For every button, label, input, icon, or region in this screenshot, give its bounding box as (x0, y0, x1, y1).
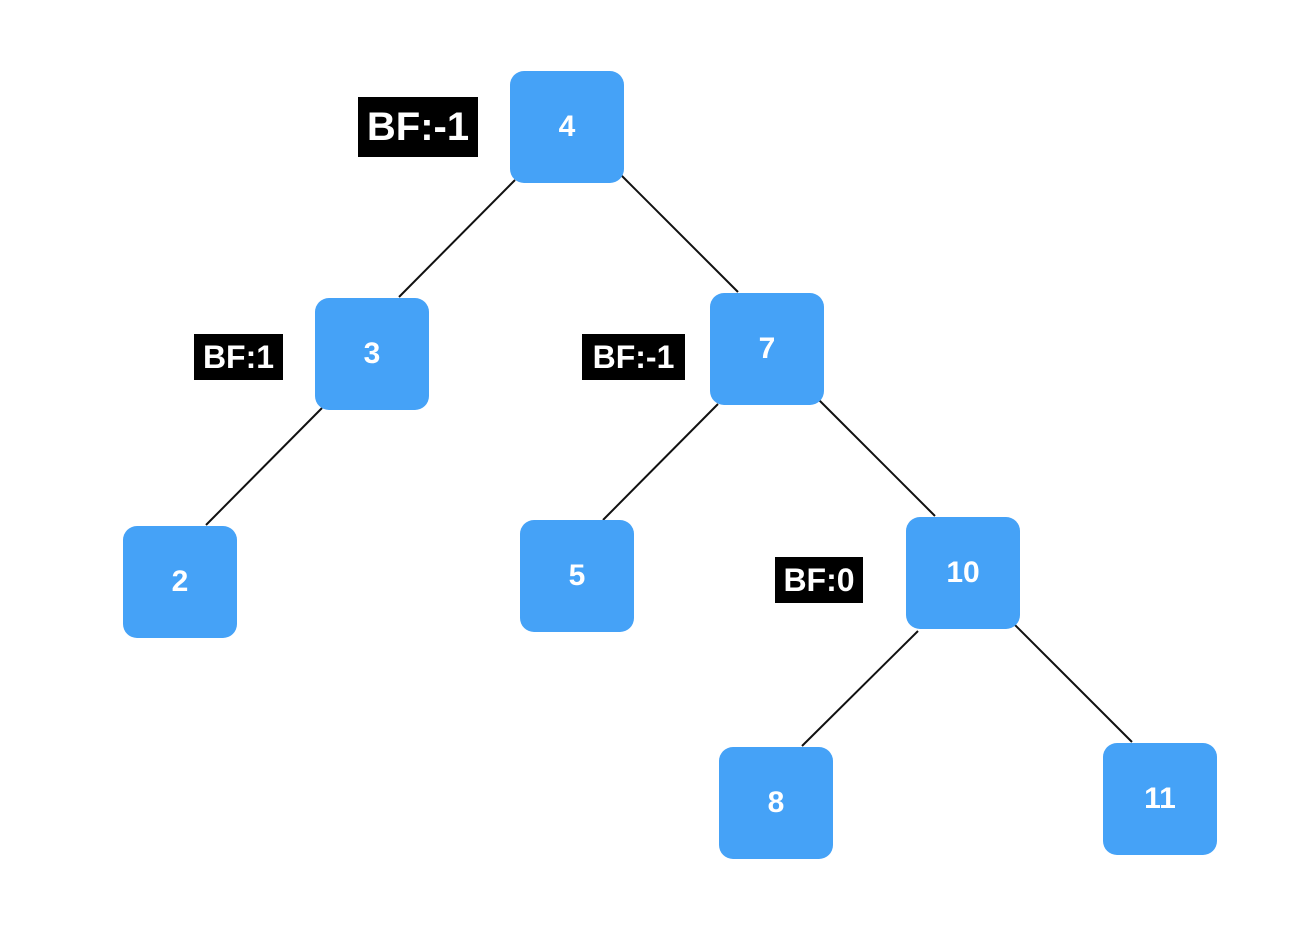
tree-node-5: 5 (520, 520, 634, 632)
balance-factor-label-node-7: BF:-1 (582, 334, 685, 380)
tree-node-4: 4 (510, 71, 624, 183)
edge-10-11 (1014, 624, 1133, 743)
edge-4-3 (398, 179, 516, 298)
tree-node-2: 2 (123, 526, 237, 638)
edge-4-7 (620, 174, 739, 293)
edge-3-2 (205, 407, 323, 526)
balance-factor-label-node-10: BF:0 (775, 557, 863, 603)
balance-factor-label-node-4: BF:-1 (358, 97, 478, 157)
tree-node-3: 3 (315, 298, 429, 410)
tree-node-7: 7 (710, 293, 824, 405)
edge-10-8 (801, 630, 919, 747)
balance-factor-label-node-3: BF:1 (194, 334, 283, 380)
edge-7-10 (817, 398, 936, 517)
tree-node-11: 11 (1103, 743, 1217, 855)
tree-node-8: 8 (719, 747, 833, 859)
tree-node-10: 10 (906, 517, 1020, 629)
edge-7-5 (602, 403, 719, 521)
